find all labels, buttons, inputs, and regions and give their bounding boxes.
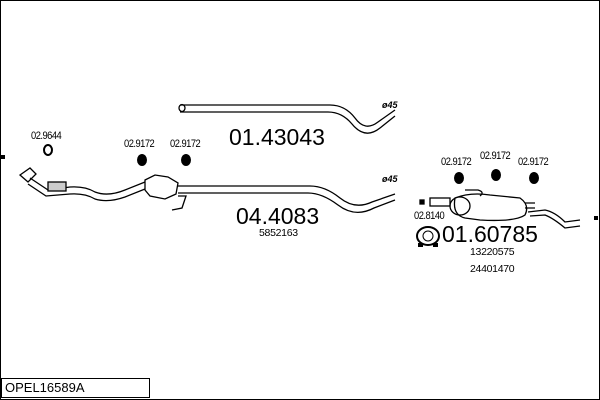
ring-icon-02-9644 [43,144,53,156]
hanger-label-2: 02.9172 [170,138,201,150]
ring-label-2: 02.8140 [414,210,445,222]
diameter-label-2: ø45 [382,174,398,184]
ring-icon-02-8140 [416,226,440,247]
diameter-label-1: ø45 [382,100,398,110]
oem-number-3: 24401470 [470,263,515,275]
hanger-label-4: 02.9172 [480,150,511,162]
hanger-label-1: 02.9172 [124,138,155,150]
part-number-01-43043: 01.43043 [229,124,325,150]
hanger-icons [137,154,539,184]
marker-left [1,155,5,159]
oem-number-1: 5852163 [259,227,298,239]
oem-number-2: 13220575 [470,246,515,258]
hanger-label-3: 02.9172 [441,156,472,168]
pipe-04-4083 [18,167,396,213]
diagram-title: OPEL16589A [1,378,150,398]
ring-label-1: 02.9644 [31,130,62,142]
marker-right [594,216,598,220]
pipe-01-43043 [178,103,396,134]
part-number-04-4083: 04.4083 [236,203,320,229]
silencer-01-60785 [419,189,581,229]
part-number-01-60785: 01.60785 [442,221,538,247]
hanger-label-5: 02.9172 [518,156,549,168]
